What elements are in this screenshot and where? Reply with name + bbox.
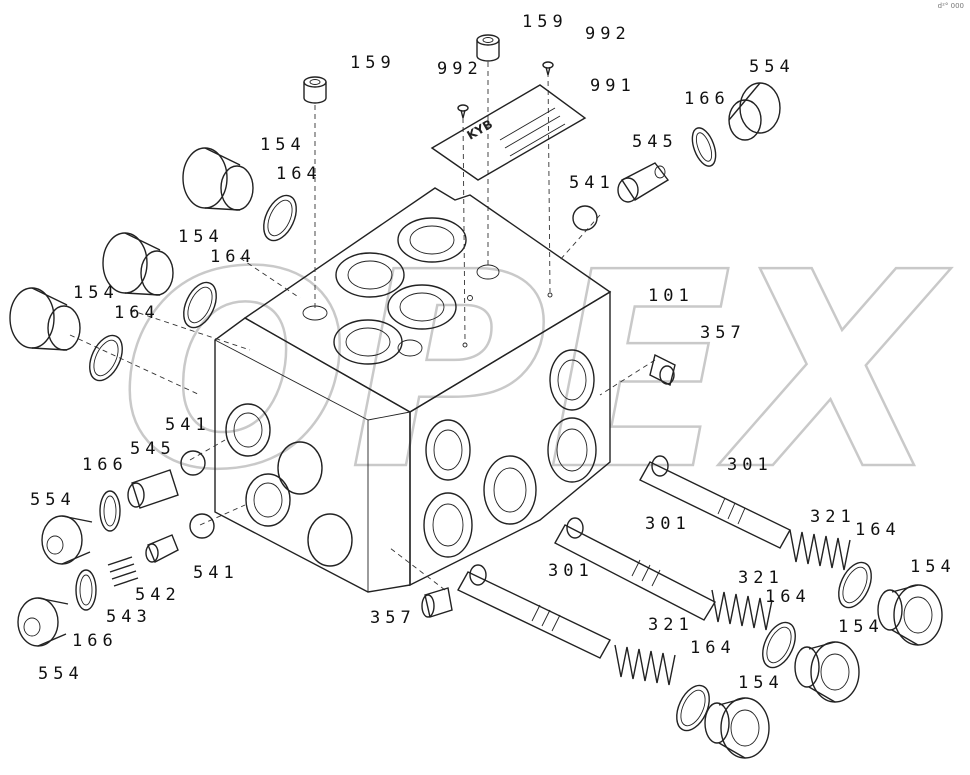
callout-101: 101 xyxy=(648,286,694,306)
callout-543: 543 xyxy=(106,607,152,627)
callout-554: 554 xyxy=(30,490,76,510)
callout-357: 357 xyxy=(700,323,746,343)
callout-541: 541 xyxy=(193,563,239,583)
callout-164: 164 xyxy=(855,520,901,540)
plug-159 xyxy=(303,34,500,104)
callout-154: 154 xyxy=(838,617,884,637)
callout-166: 166 xyxy=(684,89,730,109)
callout-542: 542 xyxy=(135,585,181,605)
callout-166: 166 xyxy=(72,631,118,651)
svg-text:KYB: KYB xyxy=(465,117,496,143)
callout-554: 554 xyxy=(749,57,795,77)
valve-body xyxy=(214,187,612,593)
callout-545: 545 xyxy=(130,439,176,459)
callout-357: 357 xyxy=(370,608,416,628)
callout-154: 154 xyxy=(260,135,306,155)
assembly-leader-lines xyxy=(69,62,656,591)
callout-164: 164 xyxy=(276,164,322,184)
callout-159: 159 xyxy=(350,53,396,73)
callout-154: 154 xyxy=(910,557,956,577)
plug-357-lower xyxy=(421,587,453,618)
corner-note: d²° 000 xyxy=(937,2,964,10)
callout-164: 164 xyxy=(210,247,256,267)
spool-301 xyxy=(457,455,791,659)
callout-154: 154 xyxy=(178,227,224,247)
o-ring-164-right xyxy=(676,561,872,732)
callout-541: 541 xyxy=(165,415,211,435)
callout-301: 301 xyxy=(548,561,594,581)
callout-164: 164 xyxy=(690,638,736,658)
callout-154: 154 xyxy=(73,283,119,303)
callout-166: 166 xyxy=(82,455,128,475)
callout-321: 321 xyxy=(810,507,856,527)
callout-164: 164 xyxy=(765,587,811,607)
callout-154: 154 xyxy=(738,673,784,693)
callout-321: 321 xyxy=(648,615,694,635)
callout-159: 159 xyxy=(522,12,568,32)
o-ring-164-left xyxy=(89,194,297,382)
callout-321: 321 xyxy=(738,568,784,588)
plug-154-right xyxy=(704,584,943,759)
callout-301: 301 xyxy=(727,455,773,475)
name-plate: KYB xyxy=(430,84,587,181)
callout-541: 541 xyxy=(569,173,615,193)
screw-992 xyxy=(457,61,554,119)
callout-545: 545 xyxy=(632,132,678,152)
callout-554: 554 xyxy=(38,664,84,684)
callout-301: 301 xyxy=(645,514,691,534)
callout-992: 992 xyxy=(585,24,631,44)
callout-992: 992 xyxy=(437,59,483,79)
spring-321 xyxy=(614,529,851,686)
callout-164: 164 xyxy=(114,303,160,323)
plug-154-left xyxy=(9,147,254,351)
lower-left-parts xyxy=(17,450,215,647)
upper-right-parts xyxy=(572,82,781,387)
callout-991: 991 xyxy=(590,76,636,96)
